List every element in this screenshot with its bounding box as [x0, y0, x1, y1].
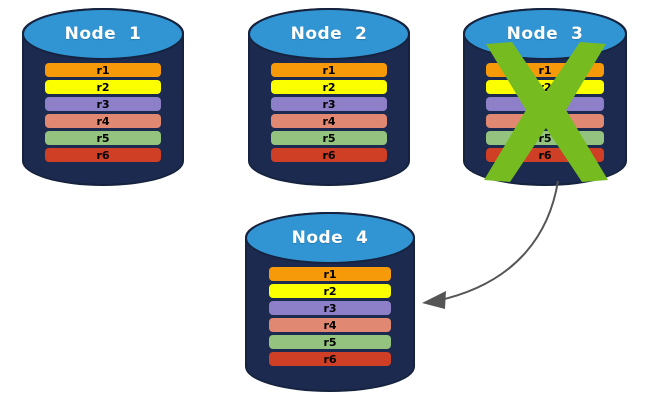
record-label: r3: [96, 97, 110, 111]
record-label: r5: [538, 131, 552, 145]
record-row[interactable]: r3: [268, 301, 392, 315]
node-label: Node 3: [506, 24, 584, 44]
record-label: r5: [96, 131, 110, 145]
record-row[interactable]: r4: [268, 318, 392, 332]
record-row[interactable]: r2: [270, 80, 388, 94]
record-row[interactable]: r1: [270, 63, 388, 77]
record-label: r1: [322, 63, 336, 77]
record-label: r6: [538, 148, 552, 162]
record-row[interactable]: r4: [485, 114, 605, 128]
record-label: r2: [538, 80, 552, 94]
record-label: r1: [538, 63, 552, 77]
node-1[interactable]: Node 1 r1 r2 r3 r4 r5 r6: [22, 8, 184, 186]
record-list: r1 r2 r3 r4 r5 r6: [485, 63, 605, 165]
record-row[interactable]: r5: [485, 131, 605, 145]
record-row[interactable]: r2: [268, 284, 392, 298]
record-row[interactable]: r4: [270, 114, 388, 128]
record-row[interactable]: r3: [485, 97, 605, 111]
record-list: r1 r2 r3 r4 r5 r6: [268, 267, 392, 369]
record-row[interactable]: r6: [270, 148, 388, 162]
record-label: r3: [323, 301, 337, 315]
cylinder-top: Node 2: [248, 8, 410, 60]
record-row[interactable]: r3: [44, 97, 162, 111]
record-label: r2: [322, 80, 336, 94]
record-label: r4: [538, 114, 552, 128]
record-label: r4: [96, 114, 110, 128]
cylinder-top: Node 4: [245, 212, 415, 264]
record-label: r6: [323, 352, 337, 366]
record-label: r5: [322, 131, 336, 145]
record-row[interactable]: r3: [270, 97, 388, 111]
record-label: r3: [322, 97, 336, 111]
record-label: r4: [323, 318, 337, 332]
node-label: Node 2: [290, 24, 368, 44]
record-row[interactable]: r6: [485, 148, 605, 162]
record-row[interactable]: r2: [44, 80, 162, 94]
record-label: r2: [96, 80, 110, 94]
record-row[interactable]: r2: [485, 80, 605, 94]
record-label: r1: [96, 63, 110, 77]
record-row[interactable]: r6: [44, 148, 162, 162]
replication-arrow: [422, 180, 559, 309]
record-label: r4: [322, 114, 336, 128]
record-row[interactable]: r5: [270, 131, 388, 145]
node-label: Node 1: [64, 24, 142, 44]
record-label: r3: [538, 97, 552, 111]
record-label: r6: [96, 148, 110, 162]
cylinder-top: Node 3: [463, 8, 627, 60]
node-3[interactable]: Node 3 r1 r2 r3 r4 r5 r6: [463, 8, 627, 186]
record-list: r1 r2 r3 r4 r5 r6: [44, 63, 162, 165]
record-label: r2: [323, 284, 337, 298]
record-list: r1 r2 r3 r4 r5 r6: [270, 63, 388, 165]
record-row[interactable]: r6: [268, 352, 392, 366]
node-4[interactable]: Node 4 r1 r2 r3 r4 r5 r6: [245, 212, 415, 392]
node-2[interactable]: Node 2 r1 r2 r3 r4 r5 r6: [248, 8, 410, 186]
record-row[interactable]: r5: [44, 131, 162, 145]
record-row[interactable]: r1: [268, 267, 392, 281]
record-label: r5: [323, 335, 337, 349]
record-label: r6: [322, 148, 336, 162]
cylinder-top: Node 1: [22, 8, 184, 60]
record-row[interactable]: r5: [268, 335, 392, 349]
record-label: r1: [323, 267, 337, 281]
record-row[interactable]: r1: [485, 63, 605, 77]
node-label: Node 4: [291, 228, 369, 248]
record-row[interactable]: r1: [44, 63, 162, 77]
record-row[interactable]: r4: [44, 114, 162, 128]
